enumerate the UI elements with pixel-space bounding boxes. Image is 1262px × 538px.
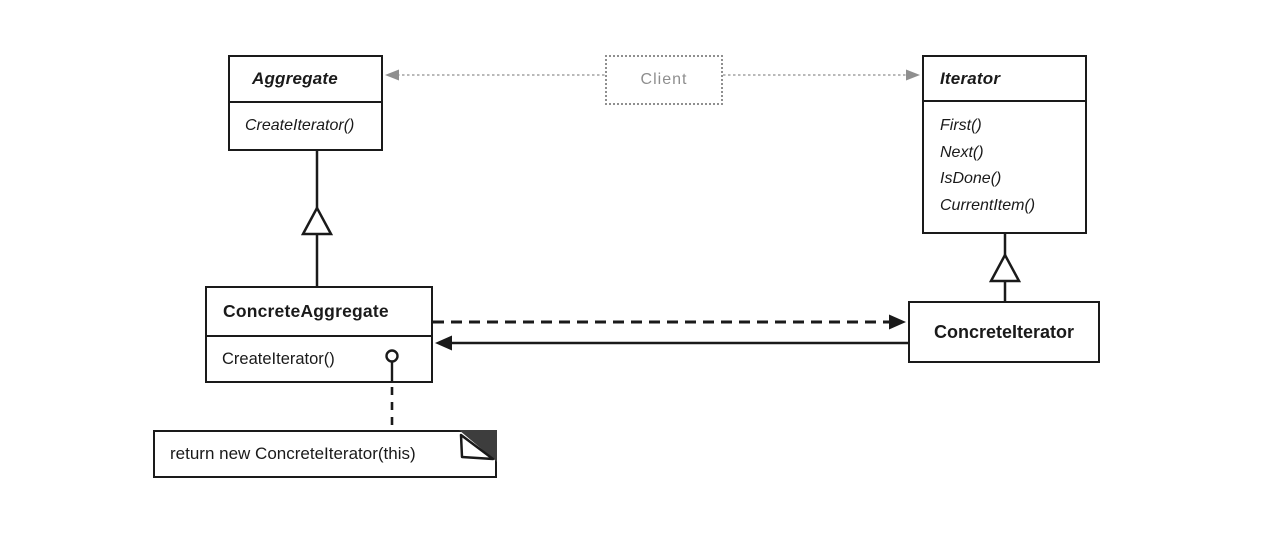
class-name-aggregate: Aggregate bbox=[252, 69, 338, 88]
class-name-iterator: Iterator bbox=[940, 68, 1001, 88]
method-isdone: IsDone() bbox=[940, 170, 1002, 187]
creates-arrowhead-icon bbox=[889, 314, 906, 330]
client-aggregate-arrowhead-icon bbox=[385, 69, 399, 81]
client-box: Client bbox=[605, 55, 723, 105]
class-box-concrete-iterator: ConcreteIterator bbox=[908, 301, 1100, 363]
note-dog-ear-icon bbox=[459, 430, 497, 462]
class-title-compartment: ConcreteAggregate bbox=[207, 288, 431, 337]
method-next: Next() bbox=[940, 143, 984, 161]
inheritance-triangle-icon bbox=[988, 252, 1022, 283]
method-first: First() bbox=[940, 117, 982, 134]
annotation-note: return new ConcreteIterator(this) bbox=[153, 430, 497, 478]
method-createiterator-abstract: CreateIterator() bbox=[245, 117, 355, 134]
client-label: Client bbox=[640, 71, 688, 88]
client-iterator-arrowhead-icon bbox=[906, 69, 920, 81]
class-box-concrete-aggregate: ConcreteAggregate CreateIterator() bbox=[205, 286, 433, 383]
inheritance-triangle-icon bbox=[300, 205, 334, 236]
class-title-compartment: Iterator bbox=[924, 57, 1085, 102]
note-text: return new ConcreteIterator(this) bbox=[170, 444, 416, 463]
class-title-compartment: Aggregate bbox=[230, 57, 381, 103]
note-fold-flap bbox=[459, 433, 495, 461]
method-currentitem: CurrentItem() bbox=[940, 196, 1036, 214]
reference-arrowhead-icon bbox=[435, 335, 452, 351]
class-name-concrete-aggregate: ConcreteAggregate bbox=[223, 301, 389, 321]
class-methods-compartment: CreateIterator() bbox=[207, 337, 431, 381]
method-createiterator-concrete: CreateIterator() bbox=[222, 349, 335, 368]
class-methods-compartment: CreateIterator() bbox=[230, 103, 381, 149]
class-methods-compartment: First() Next() IsDone() CurrentItem() bbox=[924, 102, 1085, 219]
class-box-aggregate: Aggregate CreateIterator() bbox=[228, 55, 383, 151]
class-name-concrete-iterator: ConcreteIterator bbox=[933, 321, 1075, 342]
class-box-iterator: Iterator First() Next() IsDone() Current… bbox=[922, 55, 1087, 234]
